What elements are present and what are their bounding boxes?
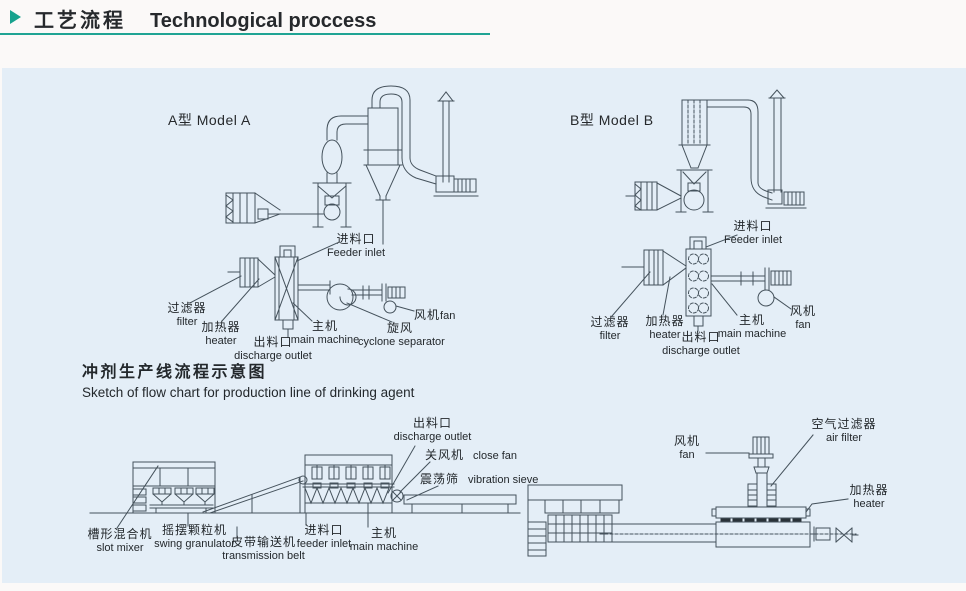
label-model-b-heater: 加热器 heater — [645, 314, 685, 341]
flow-chart-subtitle-en: Sketch of flow chart for production line… — [82, 385, 415, 400]
label-en: Feeder inlet — [326, 246, 386, 259]
label-line-discharge-outlet: 出料口 discharge outlet — [393, 416, 472, 443]
flow-chart-subtitle: 冲剂生产线流程示意图 Sketch of flow chart for prod… — [82, 358, 414, 400]
label-model-b-feeder-inlet: 进料口 Feeder inlet — [723, 219, 783, 246]
label-model-a-filter: 过滤器 filter — [167, 301, 207, 328]
label-line-feeder-inlet: 进料口 feeder inlet — [296, 523, 352, 550]
flow-chart-subtitle-zh: 冲剂生产线流程示意图 — [82, 364, 268, 381]
dryer-line-diagram — [527, 434, 859, 557]
label-model-a-cyclone-separator: 旋风 cyclone separator — [358, 321, 445, 348]
label-dryer-fan: 风机 fan — [673, 434, 700, 461]
page-title: 工艺流程 Technological proccess — [34, 4, 376, 33]
label-model-a-discharge-outlet: 出料口 discharge outlet — [234, 335, 312, 362]
label-model-b-filter: 过滤器 filter — [590, 315, 630, 342]
label-dryer-air-filter: 空气过滤器 air filter — [811, 417, 877, 444]
diagram-panel — [2, 68, 966, 583]
label-line-slot-mixer: 槽形混合机 slot mixer — [87, 527, 153, 554]
label-model-b-discharge-outlet: 出料口 discharge outlet — [662, 330, 740, 357]
section-arrow-icon — [10, 10, 21, 24]
model-b-title: B型 Model B — [570, 112, 654, 128]
label-model-a-heater: 加热器 heater — [201, 320, 241, 347]
label-dryer-heater: 加热器 heater — [849, 483, 889, 510]
production-line-diagram — [89, 445, 521, 538]
label-model-b-fan: 风机 fan — [789, 304, 816, 331]
page-title-zh: 工艺流程 — [34, 10, 126, 32]
label-model-a-feeder-inlet: 进料口 Feeder inlet — [316, 232, 396, 259]
label-model-b-main-machine: 主机 main machine — [717, 313, 787, 340]
model-a-diagram — [189, 85, 479, 338]
label-model-a-fan: 风机fan — [414, 308, 456, 322]
page-title-en: Technological proccess — [150, 10, 377, 32]
header-underline — [0, 33, 490, 35]
label-model-a-main-machine: 主机 main machine — [290, 319, 360, 346]
label-line-main-machine: 主机 main machine — [349, 526, 419, 553]
label-line-swing-granulator: 摇摆颗粒机 swing granulator — [154, 523, 235, 550]
label-zh: 进料口 — [336, 232, 376, 246]
model-b-diagram — [611, 89, 807, 332]
model-a-title: A型 Model A — [168, 112, 251, 128]
label-line-transmission-belt: 皮带输送机 transmission belt — [222, 535, 305, 562]
